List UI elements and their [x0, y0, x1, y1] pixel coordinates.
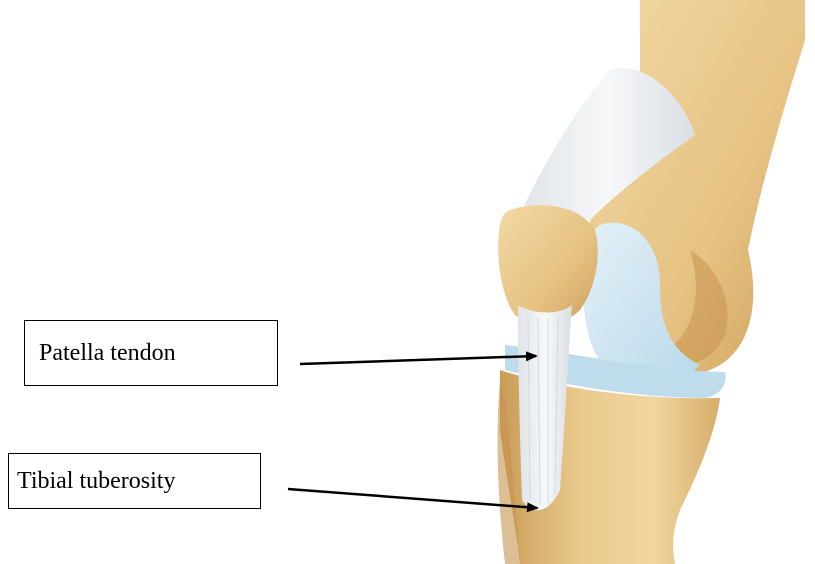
arrow-patella-tendon	[300, 356, 536, 364]
label-tibial-tuberosity-text: Tibial tuberosity	[17, 468, 175, 495]
label-tibial-tuberosity: Tibial tuberosity	[8, 453, 261, 509]
label-patella-tendon: Patella tendon	[24, 320, 278, 386]
label-patella-tendon-text: Patella tendon	[39, 340, 176, 367]
patella	[498, 205, 598, 324]
